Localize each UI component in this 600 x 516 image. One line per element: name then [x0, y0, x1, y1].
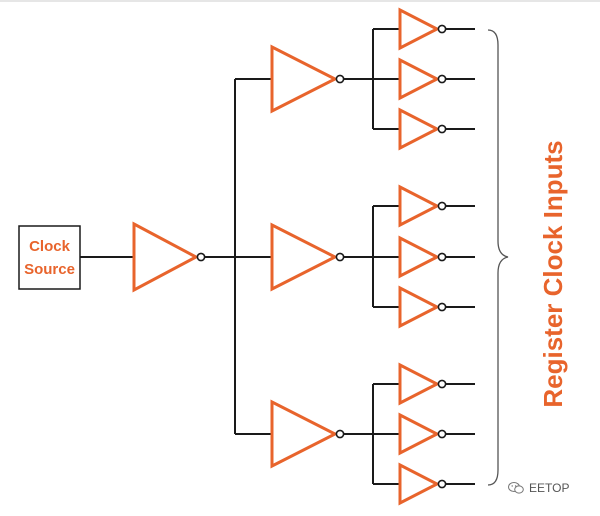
leaf-buffer-3-1 [398, 362, 447, 406]
clock-source-label-line1: Clock [29, 238, 71, 255]
leaf-buffer-1-3 [398, 107, 447, 151]
clock-source-box [18, 225, 81, 290]
root-buffer [132, 221, 206, 293]
mid-buffer-2 [270, 222, 345, 292]
watermark-text: EETOP [529, 481, 570, 495]
buffer-layer [132, 7, 447, 506]
leaf-buffer-1-1 [398, 7, 447, 51]
leaf-buffer-2-3 [398, 285, 447, 329]
top-border [0, 0, 600, 2]
clock-source-label-line2: Source [24, 261, 75, 278]
register-clock-inputs-label: Register Clock Inputs [538, 140, 568, 407]
leaf-buffer-2-1 [398, 184, 447, 228]
leaf-buffer-2-2 [398, 235, 447, 279]
wire-layer [80, 28, 475, 485]
wechat-icon [508, 482, 524, 494]
register-inputs-brace [487, 29, 509, 486]
leaf-buffer-3-2 [398, 412, 447, 456]
leaf-buffer-1-2 [398, 57, 447, 101]
mid-buffer-3 [270, 399, 345, 469]
watermark: EETOP [508, 481, 569, 495]
leaf-buffer-3-3 [398, 462, 447, 506]
mid-buffer-1 [270, 44, 345, 114]
